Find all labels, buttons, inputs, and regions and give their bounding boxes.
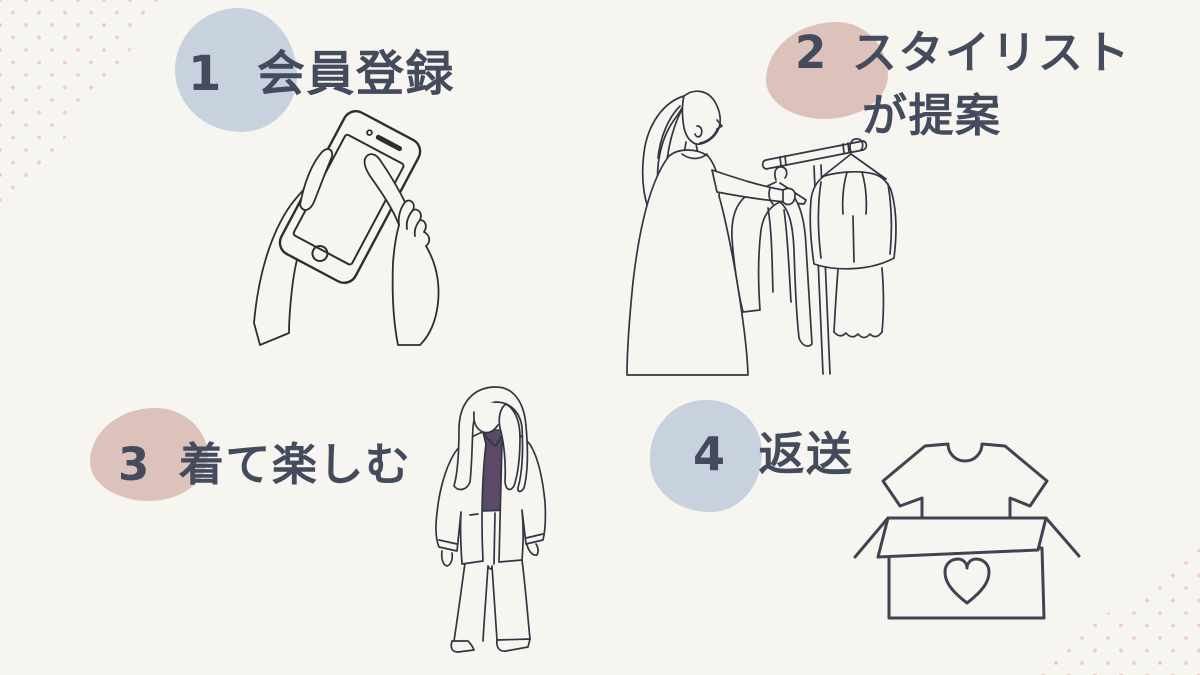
step-2-number: 2 <box>795 26 828 79</box>
left-thumb <box>299 148 334 211</box>
ear <box>694 125 703 138</box>
stylist-clothes-rack-illustration <box>626 90 897 376</box>
step-1-text: 会員登録 <box>256 46 455 102</box>
step-2-text: スタイリスト <box>851 26 1131 79</box>
torso <box>626 149 749 376</box>
box-front-flap <box>876 516 1048 559</box>
step-2-label-line2: が提案 <box>862 93 1002 138</box>
step-4-badge <box>650 400 762 512</box>
dot-pattern-top-left <box>0 0 168 225</box>
step-2-text-line2: が提案 <box>862 89 1002 142</box>
step-3-text: 着て楽しむ <box>178 438 412 491</box>
tshirt <box>881 442 1049 520</box>
step-1-badge <box>175 8 297 132</box>
right-hand <box>526 543 539 556</box>
box-front <box>887 546 1046 620</box>
shoes <box>450 638 531 653</box>
long-hair-head <box>453 386 529 493</box>
right-hand-pointing-finger <box>363 153 440 346</box>
tshirt-box-illustration <box>853 442 1081 620</box>
woman-back-view <box>626 90 796 376</box>
jacket-on-hanger <box>809 170 897 270</box>
front-hair-strand <box>498 403 521 491</box>
step-1-number: 1 <box>188 46 223 102</box>
box-side-flaps <box>853 516 1081 559</box>
skirt-with-scalloped-hem <box>833 267 885 339</box>
smartphone-hands-illustration <box>253 110 440 346</box>
step-3-badge <box>90 408 208 501</box>
head <box>681 90 721 145</box>
face <box>473 402 502 433</box>
step-4-text: 返送 <box>758 427 854 481</box>
step-4-number: 4 <box>693 427 727 481</box>
woman-outfit-illustration <box>435 386 547 653</box>
phone-camera-dot <box>366 129 373 136</box>
phone-home-button <box>311 245 329 263</box>
left-hand <box>440 550 454 567</box>
jaw-line <box>472 411 499 434</box>
step-2-badge <box>766 22 888 119</box>
step-3-number: 3 <box>118 438 151 491</box>
heart-outline <box>943 557 991 605</box>
hand <box>782 187 796 206</box>
phone-speaker-slot <box>375 134 403 152</box>
